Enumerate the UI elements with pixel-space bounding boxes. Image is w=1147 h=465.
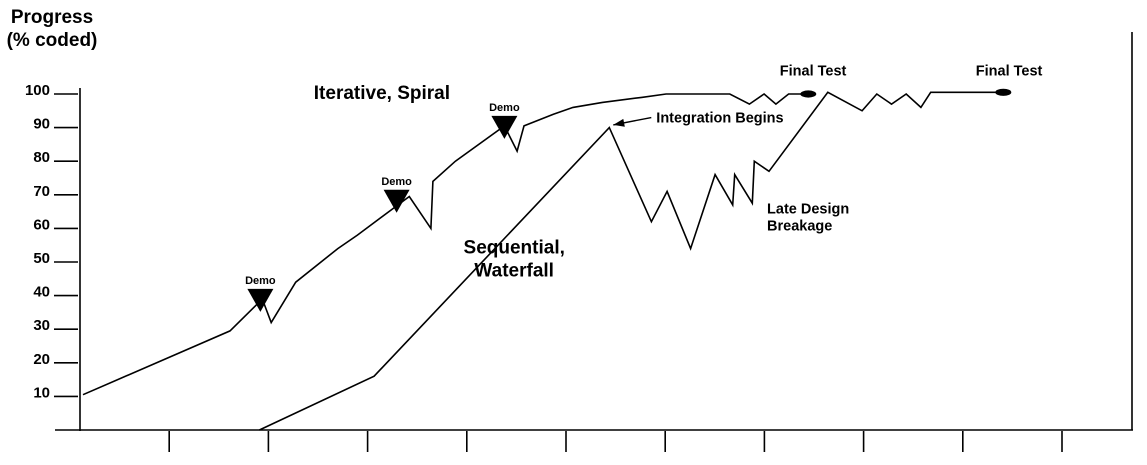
- y-axis-label: Progress (% coded): [0, 6, 104, 52]
- y-tick-label-40: 40: [33, 284, 50, 301]
- annotation-arrowhead-integration: [613, 118, 625, 127]
- final-test-end-marker-1: [800, 90, 817, 98]
- demo-label-1: Demo: [245, 275, 276, 287]
- y-tick-label-90: 90: [33, 116, 50, 133]
- annotation-final-test-1: Final Test: [780, 64, 847, 80]
- annotation-integration: Integration Begins: [656, 111, 783, 127]
- demo-marker-1: [247, 288, 274, 312]
- demo-label-3: Demo: [489, 102, 520, 114]
- y-tick-label-100: 100: [25, 82, 50, 99]
- annotation-iterative: Iterative, Spiral: [314, 83, 450, 104]
- series-lines: [82, 91, 1000, 431]
- y-tick-label-80: 80: [33, 149, 50, 166]
- axes: 10 20 30 40 50 60 70 80 90 100: [25, 32, 1133, 452]
- demo-label-2: Demo: [381, 176, 412, 188]
- y-tick-label-70: 70: [33, 183, 50, 200]
- y-axis-label-line-1: Progress: [10, 7, 94, 28]
- final-test-end-marker-2: [995, 88, 1012, 96]
- demo-marker-3: [491, 115, 518, 139]
- demo-marker-2: [383, 189, 410, 213]
- y-tick-label-60: 60: [33, 216, 50, 233]
- annotation-sequential: Sequential,Waterfall: [464, 238, 565, 282]
- y-axis-label-line-2: (% coded): [6, 30, 98, 51]
- series-line-waterfall: [259, 91, 1000, 431]
- series-line-iterative: [82, 92, 805, 396]
- y-tick-label-20: 20: [33, 351, 50, 368]
- y-tick-label-50: 50: [33, 250, 50, 267]
- y-tick-label-10: 10: [33, 384, 50, 401]
- y-tick-label-30: 30: [33, 317, 50, 334]
- annotation-final-test-2: Final Test: [976, 64, 1043, 80]
